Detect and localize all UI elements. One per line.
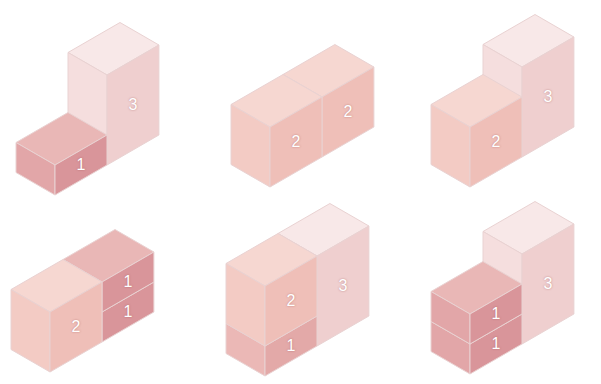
module-front-face: [470, 284, 522, 344]
module-end-face: [231, 105, 270, 188]
module-number: 1: [77, 157, 86, 173]
module-end-face: [16, 143, 55, 196]
module-front-face: [55, 135, 107, 195]
module-end-face: [226, 264, 265, 347]
module-number: 3: [338, 278, 347, 294]
module-front-face: [322, 67, 374, 157]
module-front-face: [470, 97, 522, 187]
module-number: 2: [287, 293, 296, 309]
module-front-face: [265, 256, 317, 346]
module-front-face: [317, 226, 369, 346]
module-number: 1: [492, 306, 501, 322]
module-end-face: [11, 290, 50, 373]
module-number: 3: [543, 276, 552, 292]
module-number: 1: [492, 336, 501, 352]
module-front-face: [107, 45, 159, 165]
module-number: 3: [543, 89, 552, 105]
module-front-face: [50, 282, 102, 372]
module-front-face: [270, 97, 322, 187]
module-number: 2: [492, 134, 501, 150]
module-number: 1: [123, 274, 132, 290]
module-number: 1: [287, 338, 296, 354]
module-number: 1: [123, 304, 132, 320]
module-front-face: [522, 37, 574, 157]
module-front-face: [522, 224, 574, 344]
module-number: 2: [292, 134, 301, 150]
module-end-face: [431, 292, 470, 345]
module-number: 3: [128, 97, 137, 113]
module-end-face: [431, 105, 470, 188]
module-number: 2: [343, 104, 352, 120]
module-front-face: [102, 252, 154, 312]
module-number: 2: [72, 319, 81, 335]
